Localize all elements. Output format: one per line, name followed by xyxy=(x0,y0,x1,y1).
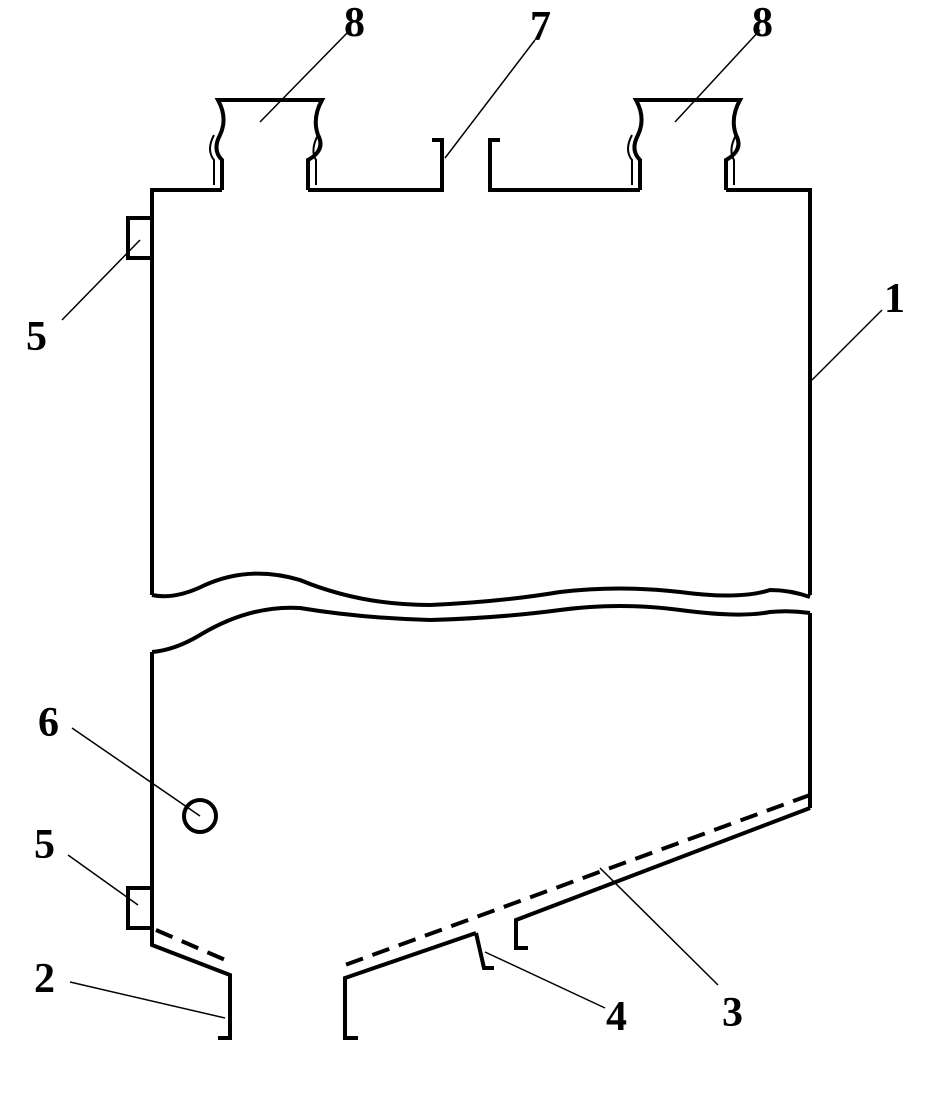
nozzle-left xyxy=(209,98,326,190)
top-wall xyxy=(150,188,222,595)
label-8-left: 8 xyxy=(344,0,365,46)
nozzle-right xyxy=(627,98,744,190)
left-outlet-dash xyxy=(155,928,231,964)
bottom-outlet xyxy=(474,932,494,970)
leader-4 xyxy=(484,951,606,1009)
leader-3 xyxy=(599,867,719,986)
label-6: 6 xyxy=(38,700,59,746)
break-line-upper xyxy=(151,571,811,608)
left-outlet xyxy=(150,928,232,1040)
label-7: 7 xyxy=(530,4,551,50)
bottom-slope-lower xyxy=(343,931,477,1040)
label-3: 3 xyxy=(722,990,743,1036)
label-4: 4 xyxy=(606,994,627,1040)
leader-5-lower xyxy=(67,854,139,906)
bottom-slope xyxy=(514,806,811,950)
leader-1 xyxy=(811,309,883,381)
leader-7 xyxy=(444,39,536,159)
top-wall-segment-2 xyxy=(308,138,444,192)
top-wall-segment-3 xyxy=(488,138,640,192)
port-upper-box xyxy=(126,216,154,260)
leader-6 xyxy=(71,727,201,817)
leader-8-left xyxy=(259,29,351,123)
label-5-lower: 5 xyxy=(34,822,55,868)
leader-2 xyxy=(69,981,226,1019)
perforated-plate-dash xyxy=(344,793,811,967)
label-1: 1 xyxy=(884,276,905,322)
label-8-right: 8 xyxy=(752,0,773,46)
top-wall-segment-4 xyxy=(726,188,812,595)
leader-5-upper xyxy=(61,239,141,321)
break-line-lower xyxy=(151,604,811,654)
leader-8-right xyxy=(674,29,761,123)
port-lower-box xyxy=(126,886,154,930)
label-5-upper: 5 xyxy=(26,314,47,360)
label-2: 2 xyxy=(34,956,55,1002)
round-port-circle xyxy=(182,798,218,834)
